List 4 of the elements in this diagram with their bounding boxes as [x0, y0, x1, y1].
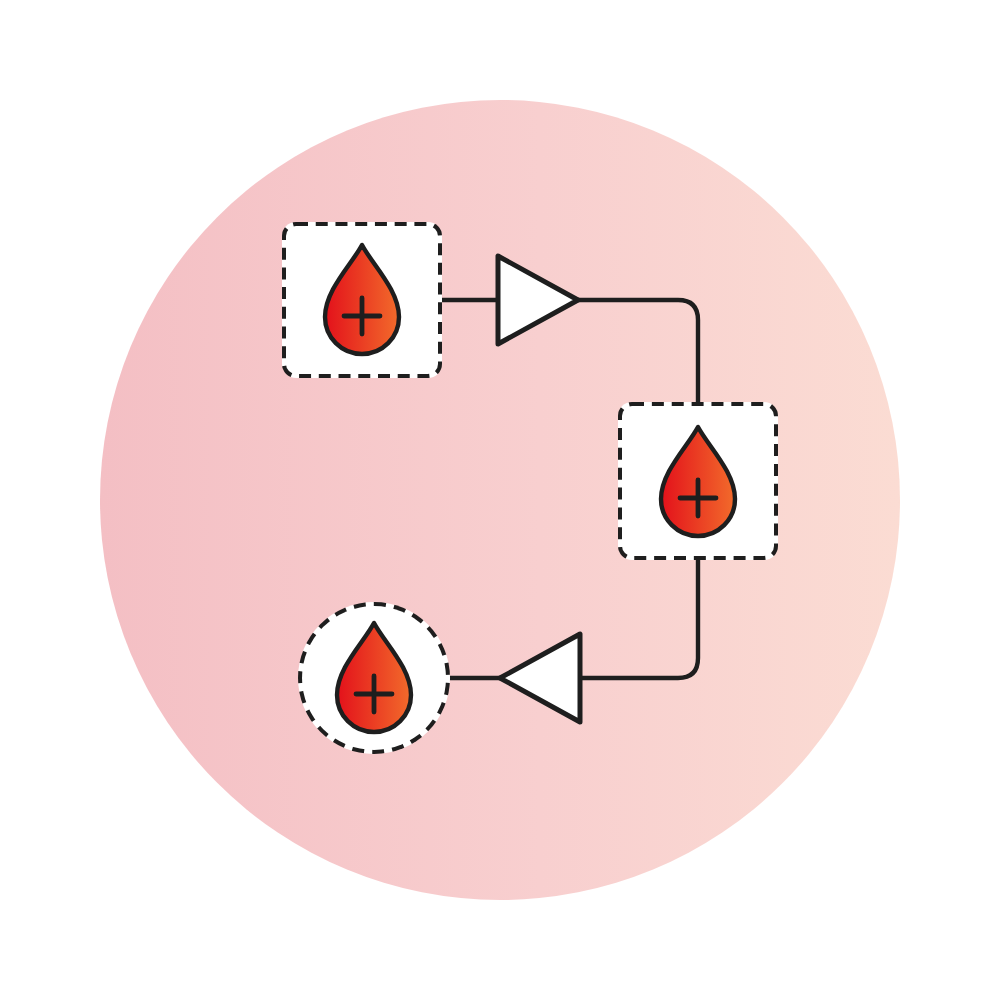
dashed-square-frame	[282, 222, 442, 378]
arrow	[442, 253, 701, 402]
dashed-square-frame	[618, 402, 778, 560]
arrow	[450, 560, 701, 725]
